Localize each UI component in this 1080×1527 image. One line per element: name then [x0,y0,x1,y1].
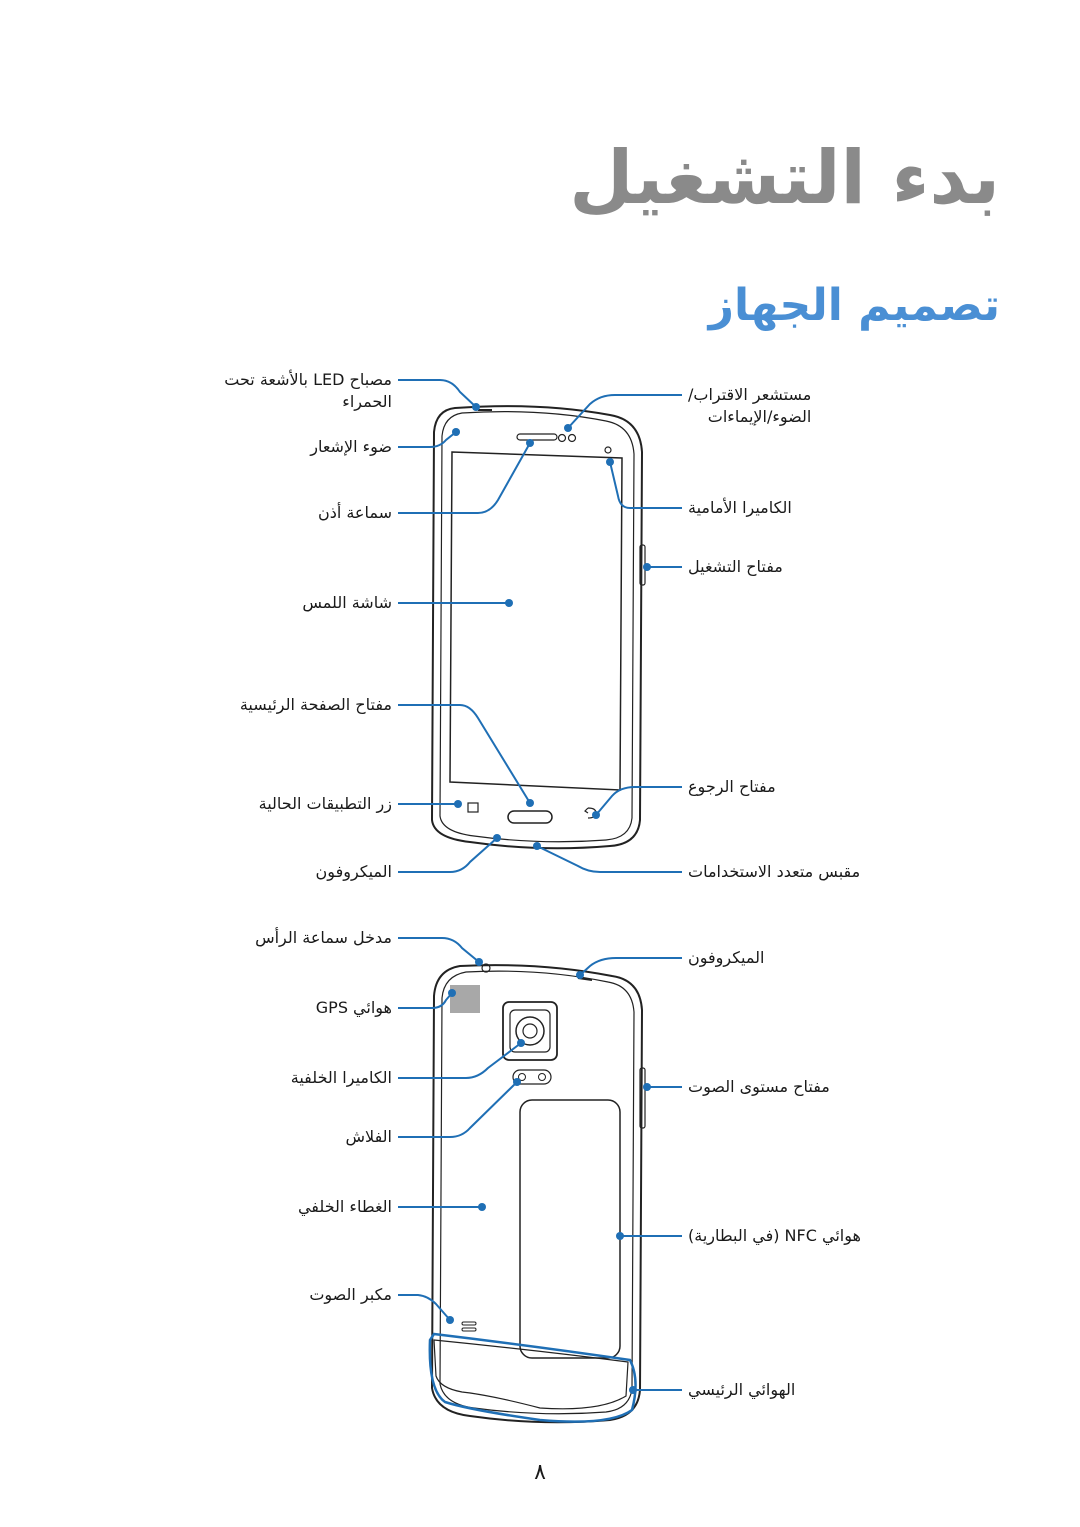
label-back-cover: الغطاء الخلفي [297,1197,392,1216]
leader-lines [398,379,682,1391]
label-flash: الفلاش [345,1127,393,1146]
label-notification-light: ضوء الإشعار [310,437,392,456]
label-main-antenna: الهوائي الرئيسي [688,1380,796,1399]
label-speaker: مكبر الصوت [309,1285,392,1304]
label-power-key: مفتاح التشغيل [688,557,783,576]
section-title: تصميم الجهاز [708,280,1000,331]
page-number: ٨ [534,1460,546,1485]
label-multipurpose-jack: مقبس متعدد الاستخدامات [688,862,861,881]
label-microphone-rear: الميكروفون [688,948,765,967]
label-proximity-sensor: مستشعر الاقتراب/ الضوء/الإيماءات [688,385,812,426]
label-front-camera: الكاميرا الأمامية [688,498,792,517]
page-title: بدء التشغيل [569,135,1000,221]
leader-dots [446,403,651,1394]
rear-phone [430,963,646,1424]
label-home-key: مفتاح الصفحة الرئيسية [239,695,392,714]
label-rear-camera: الكاميرا الخلفية [290,1068,392,1087]
label-headset-jack: مدخل سماعة الرأس [255,928,392,947]
label-gps-antenna: هوائي GPS [315,998,392,1017]
label-led: مصباح LED بالأشعة تحت الحمراء [224,370,392,411]
label-recent-apps: زر التطبيقات الحالية [258,794,392,813]
label-volume-key: مفتاح مستوى الصوت [688,1077,830,1096]
main-antenna-outline [428,1332,637,1423]
label-nfc-antenna: هوائي NFC (في البطارية) [688,1226,861,1245]
label-microphone: الميكروفون [315,862,392,881]
label-back-key: مفتاح الرجوع [688,777,776,796]
label-earpiece: سماعة أذن [317,503,392,522]
label-touchscreen: شاشة اللمس [302,593,392,612]
